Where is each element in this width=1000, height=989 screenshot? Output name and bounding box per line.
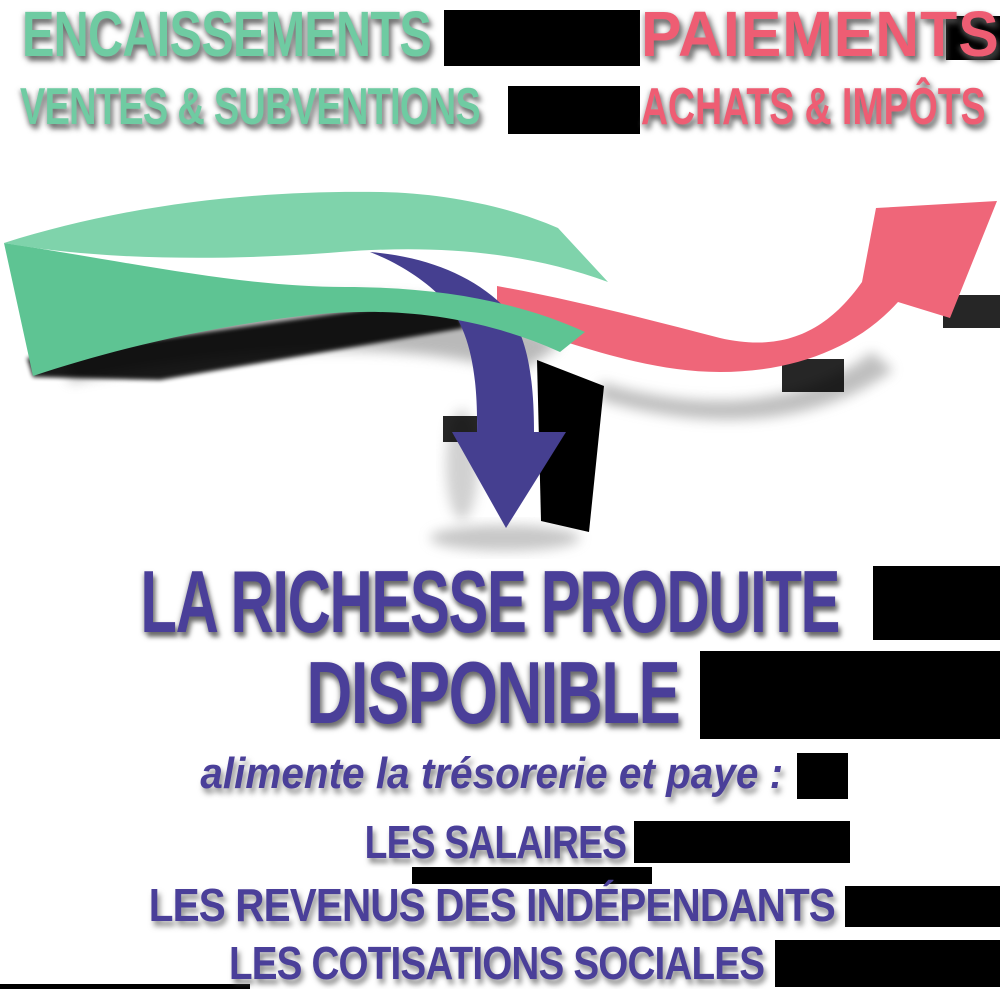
pink-up-right-arrow-icon bbox=[497, 201, 997, 372]
list-item-revenus: LES REVENUS DES INDÉPENDANTS bbox=[0, 882, 1000, 928]
richesse-subtitle: alimente la trésorerie et paye : bbox=[0, 752, 1000, 796]
pink-arrow-shadow bbox=[600, 352, 893, 420]
list-item-cotisations: LES COTISATIONS SOCIALES bbox=[0, 940, 1000, 986]
shadow-patch bbox=[0, 984, 250, 989]
blue-down-arrow-icon bbox=[370, 252, 566, 528]
shadow-patch bbox=[27, 297, 464, 380]
shadow-patch bbox=[537, 360, 604, 532]
list-item-salaires-text: LES SALAIRES bbox=[364, 816, 626, 868]
encaissements-subtitle: VENTES & SUBVENTIONS bbox=[20, 81, 650, 133]
richesse-title-line2: DISPONIBLE bbox=[0, 649, 1000, 737]
shadow-patch bbox=[775, 940, 1000, 987]
green-swoosh-arrow-top-face bbox=[4, 191, 608, 282]
richesse-title-line2-text: DISPONIBLE bbox=[306, 643, 681, 742]
shadow-patch bbox=[782, 359, 844, 392]
shadow-patch bbox=[845, 886, 1000, 927]
shadow-patch bbox=[873, 566, 1000, 640]
shadow-patch bbox=[946, 16, 1000, 60]
shadow-patch bbox=[508, 86, 640, 134]
encaissements-title-text: ENCAISSEMENTS bbox=[22, 0, 432, 70]
shadow-patch bbox=[700, 651, 1000, 739]
encaissements-subtitle-text: VENTES & SUBVENTIONS bbox=[20, 78, 481, 136]
shadow-patch bbox=[412, 867, 652, 884]
shadow-patch bbox=[634, 821, 850, 863]
list-item-cotisations-text: LES COTISATIONS SOCIALES bbox=[229, 937, 765, 989]
down-arrow-shadow bbox=[430, 525, 580, 551]
encaissements-title: ENCAISSEMENTS bbox=[22, 2, 560, 66]
green-swoosh-arrow-body bbox=[4, 243, 585, 376]
paiements-subtitle: ACHATS & IMPÔTS bbox=[641, 81, 1000, 133]
paiements-subtitle-text: ACHATS & IMPÔTS bbox=[641, 78, 986, 136]
paiements-title-text: PAIEMENTS bbox=[641, 0, 1000, 70]
richesse-title-line1-text: LA RICHESSE PRODUITE bbox=[140, 552, 840, 651]
shadow-patch bbox=[444, 10, 640, 66]
list-item-revenus-text: LES REVENUS DES INDÉPENDANTS bbox=[148, 879, 836, 931]
list-item-salaires: LES SALAIRES bbox=[0, 819, 1000, 865]
richesse-title-line1: LA RICHESSE PRODUITE bbox=[0, 558, 1000, 646]
paiements-title: PAIEMENTS bbox=[641, 2, 1000, 66]
shadow-patch bbox=[797, 753, 848, 799]
richesse-subtitle-text: alimente la trésorerie et paye : bbox=[200, 749, 784, 798]
